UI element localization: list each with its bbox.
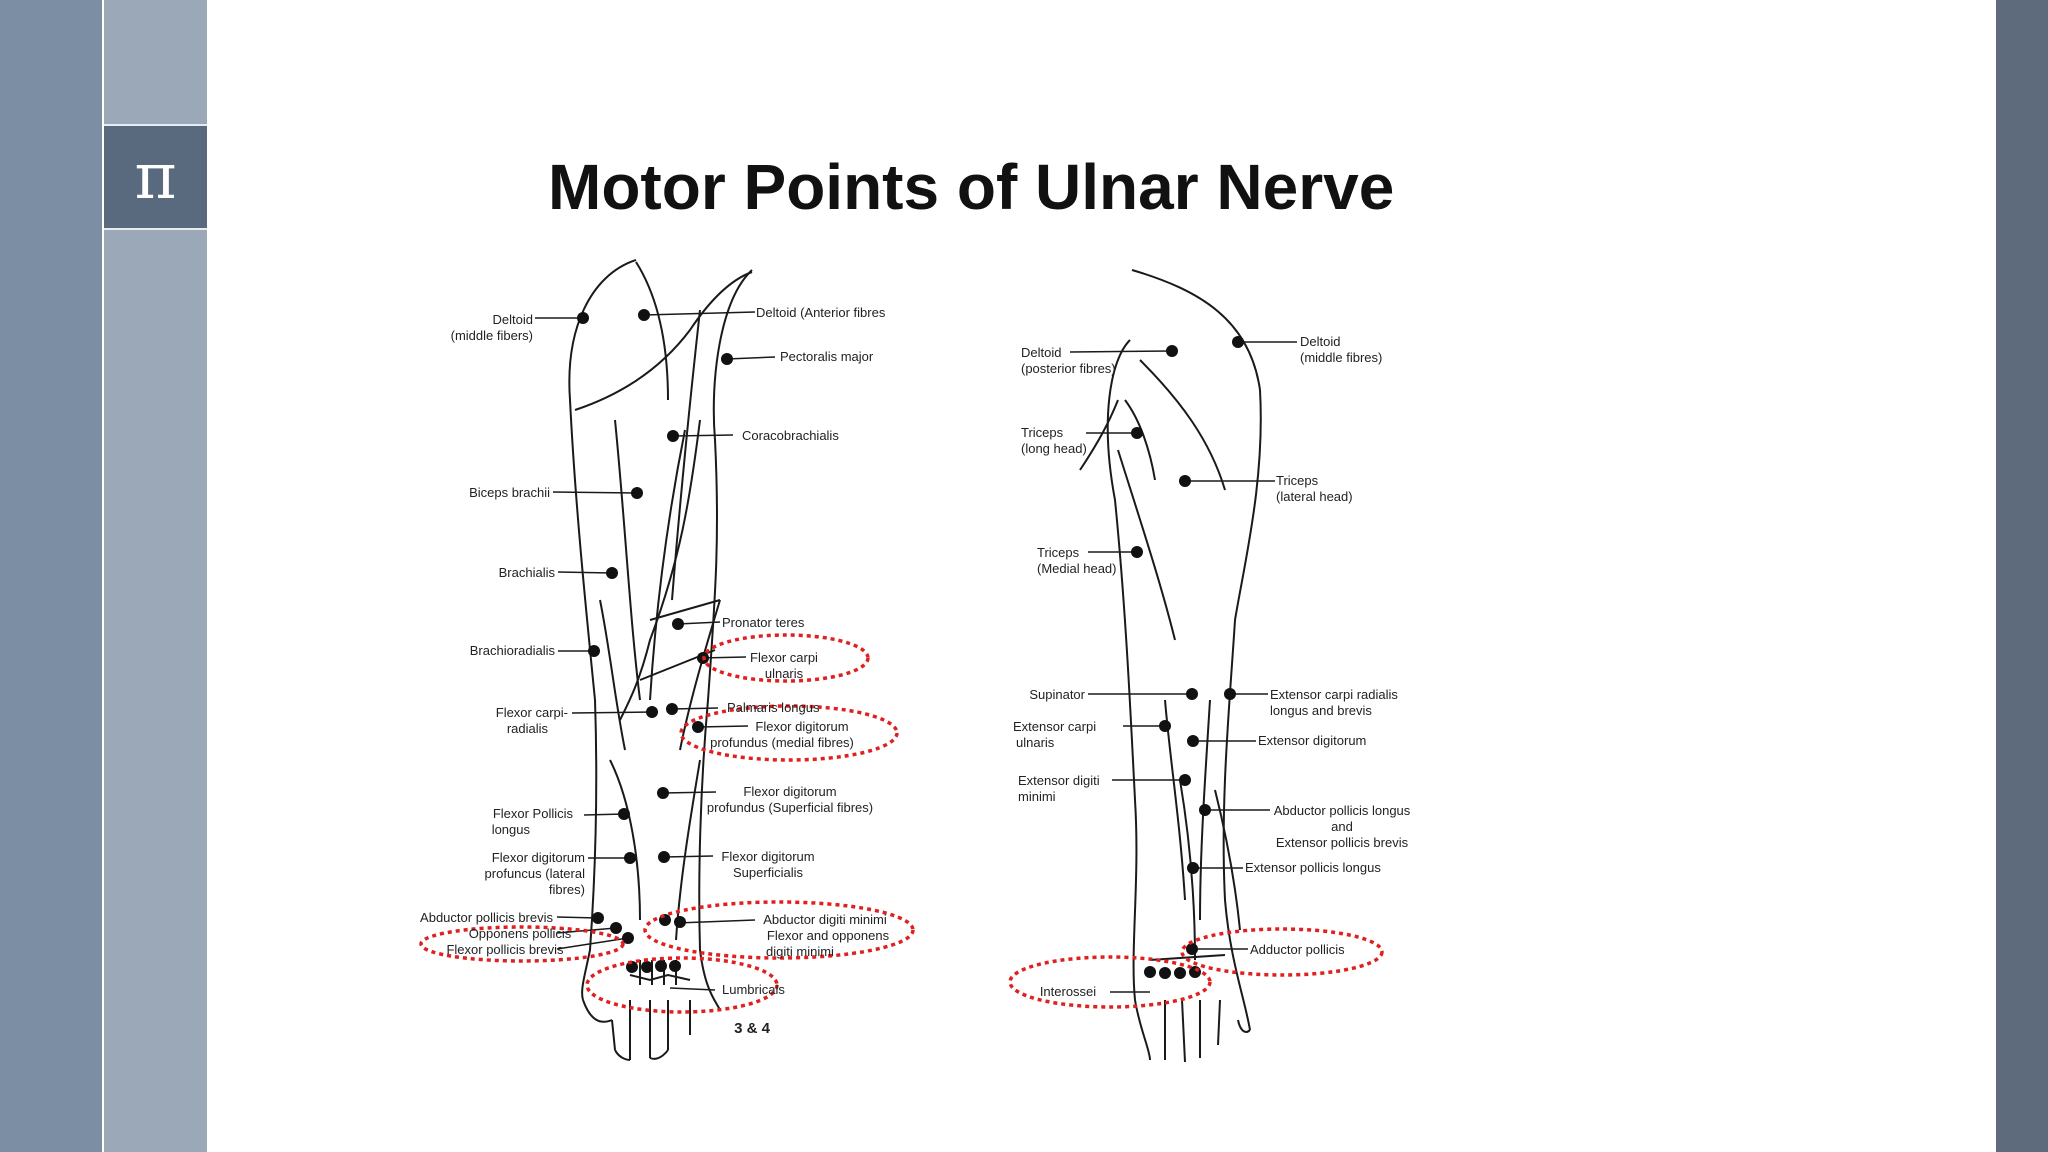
- posterior-labels: Deltoid(posterior fibres) Deltoid(middle…: [1013, 334, 1411, 999]
- highlight-adductor-pollicis: [1180, 927, 1384, 977]
- motor-point: [638, 309, 650, 321]
- motor-point: [1174, 967, 1186, 979]
- motor-point: [669, 960, 681, 972]
- motor-point: [1224, 688, 1236, 700]
- label-lumbricals: Lumbricals: [722, 982, 785, 997]
- label-interossei: Interossei: [1040, 984, 1096, 999]
- motor-point: [1187, 862, 1199, 874]
- motor-point: [721, 353, 733, 365]
- label-pronator: Pronator teres: [722, 615, 805, 630]
- motor-point: [622, 932, 634, 944]
- posterior-leaders: [1069, 341, 1297, 993]
- label-opponens: Opponens pollicis: [469, 926, 572, 941]
- label-brachialis: Brachialis: [499, 565, 556, 580]
- motor-point: [641, 961, 653, 973]
- motor-point: [1187, 735, 1199, 747]
- slide-title: Motor Points of Ulnar Nerve: [548, 151, 1395, 223]
- highlight-lumbricals: [585, 956, 779, 1014]
- motor-point: [692, 721, 704, 733]
- motor-point: [624, 852, 636, 864]
- motor-point: [1179, 774, 1191, 786]
- highlight-fdp-medial: [679, 704, 899, 762]
- motor-point: [588, 645, 600, 657]
- label-pectoralis: Pectoralis major: [780, 349, 874, 364]
- motor-point: [592, 912, 604, 924]
- label-triceps-long: Triceps(long head): [1021, 425, 1087, 456]
- motor-point: [1186, 688, 1198, 700]
- label-fcr: Flexor carpi-radialis: [496, 705, 568, 736]
- motor-point: [606, 567, 618, 579]
- motor-point: [672, 618, 684, 630]
- label-apb: Abductor pollicis brevis: [420, 910, 553, 925]
- label-deltoid-middle-posterior: Deltoid(middle fibres): [1300, 334, 1382, 365]
- motor-point: [658, 851, 670, 863]
- label-epl: Extensor pollicis longus: [1245, 860, 1381, 875]
- motor-point: [577, 312, 589, 324]
- label-brachioradialis: Brachioradialis: [470, 643, 556, 658]
- highlight-fpb: [419, 925, 625, 963]
- label-fpb: Flexor pollicis brevis: [446, 942, 564, 957]
- anterior-arm-outline: [568, 259, 753, 1061]
- motor-point: [1179, 475, 1191, 487]
- anterior-labels: Deltoid(middle fibers) Deltoid (Anterior…: [420, 305, 890, 1037]
- label-coracobrachialis: Coracobrachialis: [742, 428, 839, 443]
- label-deltoid-anterior: Deltoid (Anterior fibres: [756, 305, 886, 320]
- label-palmaris: Palmaris longus: [727, 700, 820, 715]
- motor-point: [1144, 966, 1156, 978]
- motor-point: [1166, 345, 1178, 357]
- anterior-leaders: [535, 311, 776, 991]
- motor-point: [610, 922, 622, 934]
- label-supinator: Supinator: [1029, 687, 1085, 702]
- pi-logo-icon: π: [104, 124, 207, 230]
- posterior-arm-outline: [1079, 269, 1262, 1063]
- motor-point: [1131, 546, 1143, 558]
- motor-point: [646, 706, 658, 718]
- motor-point: [666, 703, 678, 715]
- motor-point: [655, 960, 667, 972]
- motor-point: [1186, 943, 1198, 955]
- label-triceps-lateral: Triceps(lateral head): [1276, 473, 1353, 504]
- motor-point: [618, 808, 630, 820]
- label-deltoid-posterior: Deltoid(posterior fibres): [1021, 345, 1116, 376]
- motor-point: [1199, 804, 1211, 816]
- label-lumbricals-note: 3 & 4: [734, 1020, 771, 1037]
- label-triceps-medial: Triceps(Medial head): [1037, 545, 1117, 576]
- motor-point: [667, 430, 679, 442]
- motor-point: [1159, 967, 1171, 979]
- left-decor-band: [0, 0, 102, 1152]
- motor-point: [1131, 427, 1143, 439]
- motor-point: [657, 787, 669, 799]
- highlight-fcu: [702, 633, 870, 683]
- anterior-motor-points: [577, 309, 733, 973]
- label-deltoid-middle: Deltoid(middle fibers): [451, 312, 533, 343]
- right-decor-band: [1996, 0, 2048, 1152]
- motor-point: [1159, 720, 1171, 732]
- highlight-adm: [643, 900, 915, 960]
- motor-point: [1232, 336, 1244, 348]
- label-ed: Extensor digitorum: [1258, 733, 1366, 748]
- highlight-ellipses: [419, 633, 1384, 1014]
- label-adductor-pollicis: Adductor pollicis: [1250, 942, 1345, 957]
- posterior-motor-points: [1131, 336, 1244, 979]
- motor-point: [674, 916, 686, 928]
- highlight-interossei: [1008, 955, 1212, 1009]
- motor-point: [631, 487, 643, 499]
- label-biceps: Biceps brachii: [469, 485, 550, 500]
